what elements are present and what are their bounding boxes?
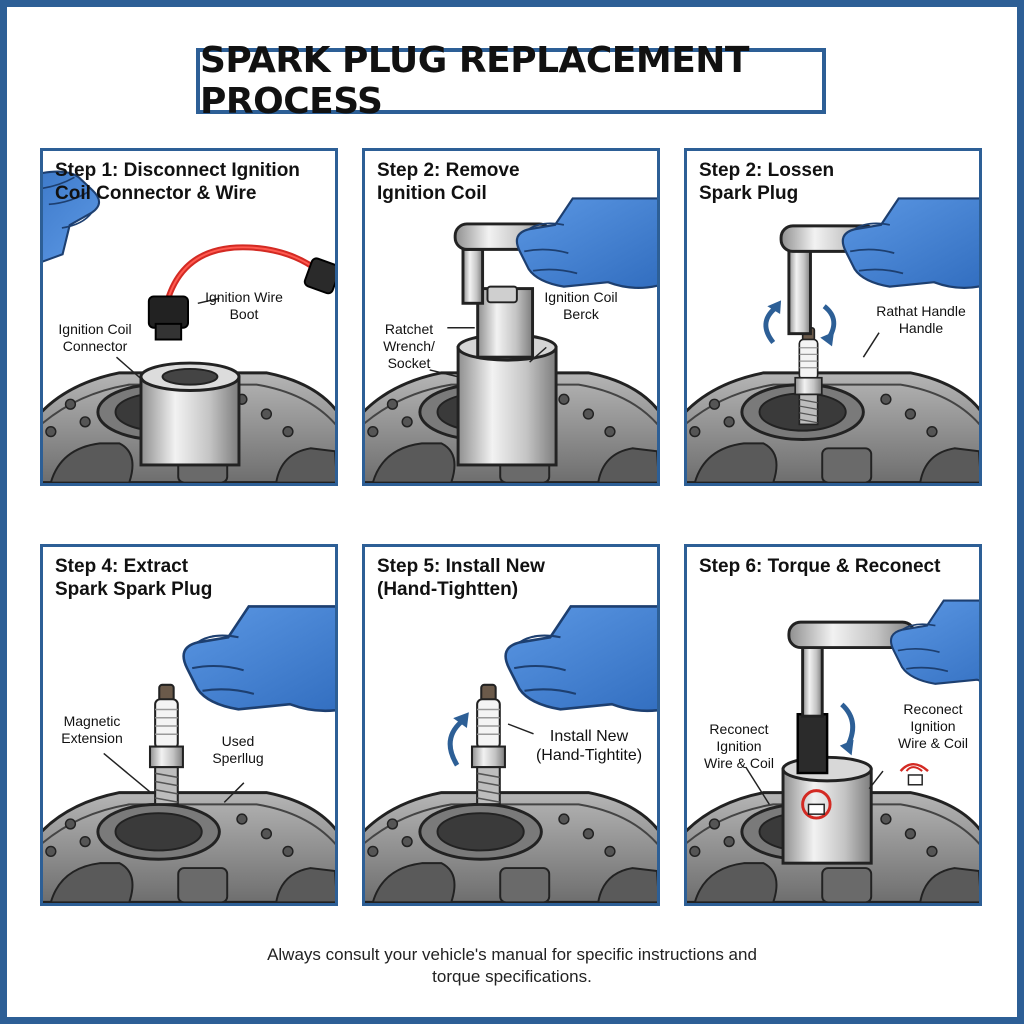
page-title: SPARK PLUG REPLACEMENT PROCESS [200, 40, 750, 122]
step-6-label-reconnect-left: Reconect Ignition Wire & Coil [703, 721, 774, 771]
step-1-label-coil-connector: Ignition Coil Connector [58, 321, 132, 354]
step-1-title: Step 1: Disconnect Ignition Coil Connect… [55, 160, 300, 204]
step-4-title: Step 4: Extract Spark Spark Plug [55, 556, 213, 600]
step-4-label-magnetic: Magnetic Extension [61, 713, 123, 746]
step-3-title: Step 2: Lossen Spark Plug [699, 160, 835, 204]
step-5-illustration [365, 605, 657, 903]
step-panel-4: Step 4: Extract Spark Spark Plug Magneti… [40, 544, 338, 906]
step-6-illustration [687, 599, 979, 903]
step-5-title: Step 5: Install New (Hand-Tightten) [377, 556, 545, 600]
step-panel-6: Step 6: Torque & Reconect Reconect Ignit… [684, 544, 982, 906]
step-3-label-handle: Rathat Handle Handle [876, 303, 966, 336]
step-1-label-wire-boot: Ignition Wire Boot [205, 289, 283, 322]
step-panel-2: Step 2: Remove Ignition Coil Ignition Co… [362, 148, 660, 486]
step-1-illustration [43, 155, 335, 483]
step-4-label-used: Used Sperllug [212, 733, 264, 766]
step-2-label-coil: Ignition Coil Berck [544, 289, 618, 322]
step-panel-1: Step 1: Disconnect Ignition Coil Connect… [40, 148, 338, 486]
step-panel-5: Step 5: Install New (Hand-Tightten) Inst… [362, 544, 660, 906]
step-2-label-ratchet: Ratchet Wrench/ Socket [383, 321, 435, 371]
footer-note: Always consult your vehicle's manual for… [267, 945, 757, 986]
step-3-illustration [687, 197, 979, 483]
step-6-title: Step 6: Torque & Reconect [699, 556, 941, 577]
step-panel-3: Step 2: Lossen Spark Plug Rathat Handle … [684, 148, 982, 486]
title-box: SPARK PLUG REPLACEMENT PROCESS [196, 40, 826, 122]
step-5-label-install: Install New (Hand-Tightite) [535, 728, 643, 764]
step-2-illustration [365, 197, 657, 483]
step-4-illustration [43, 605, 335, 903]
step-6-label-reconnect-right: Reconect Ignition Wire & Coil [897, 701, 968, 751]
step-2-title: Step 2: Remove Ignition Coil [377, 160, 520, 204]
